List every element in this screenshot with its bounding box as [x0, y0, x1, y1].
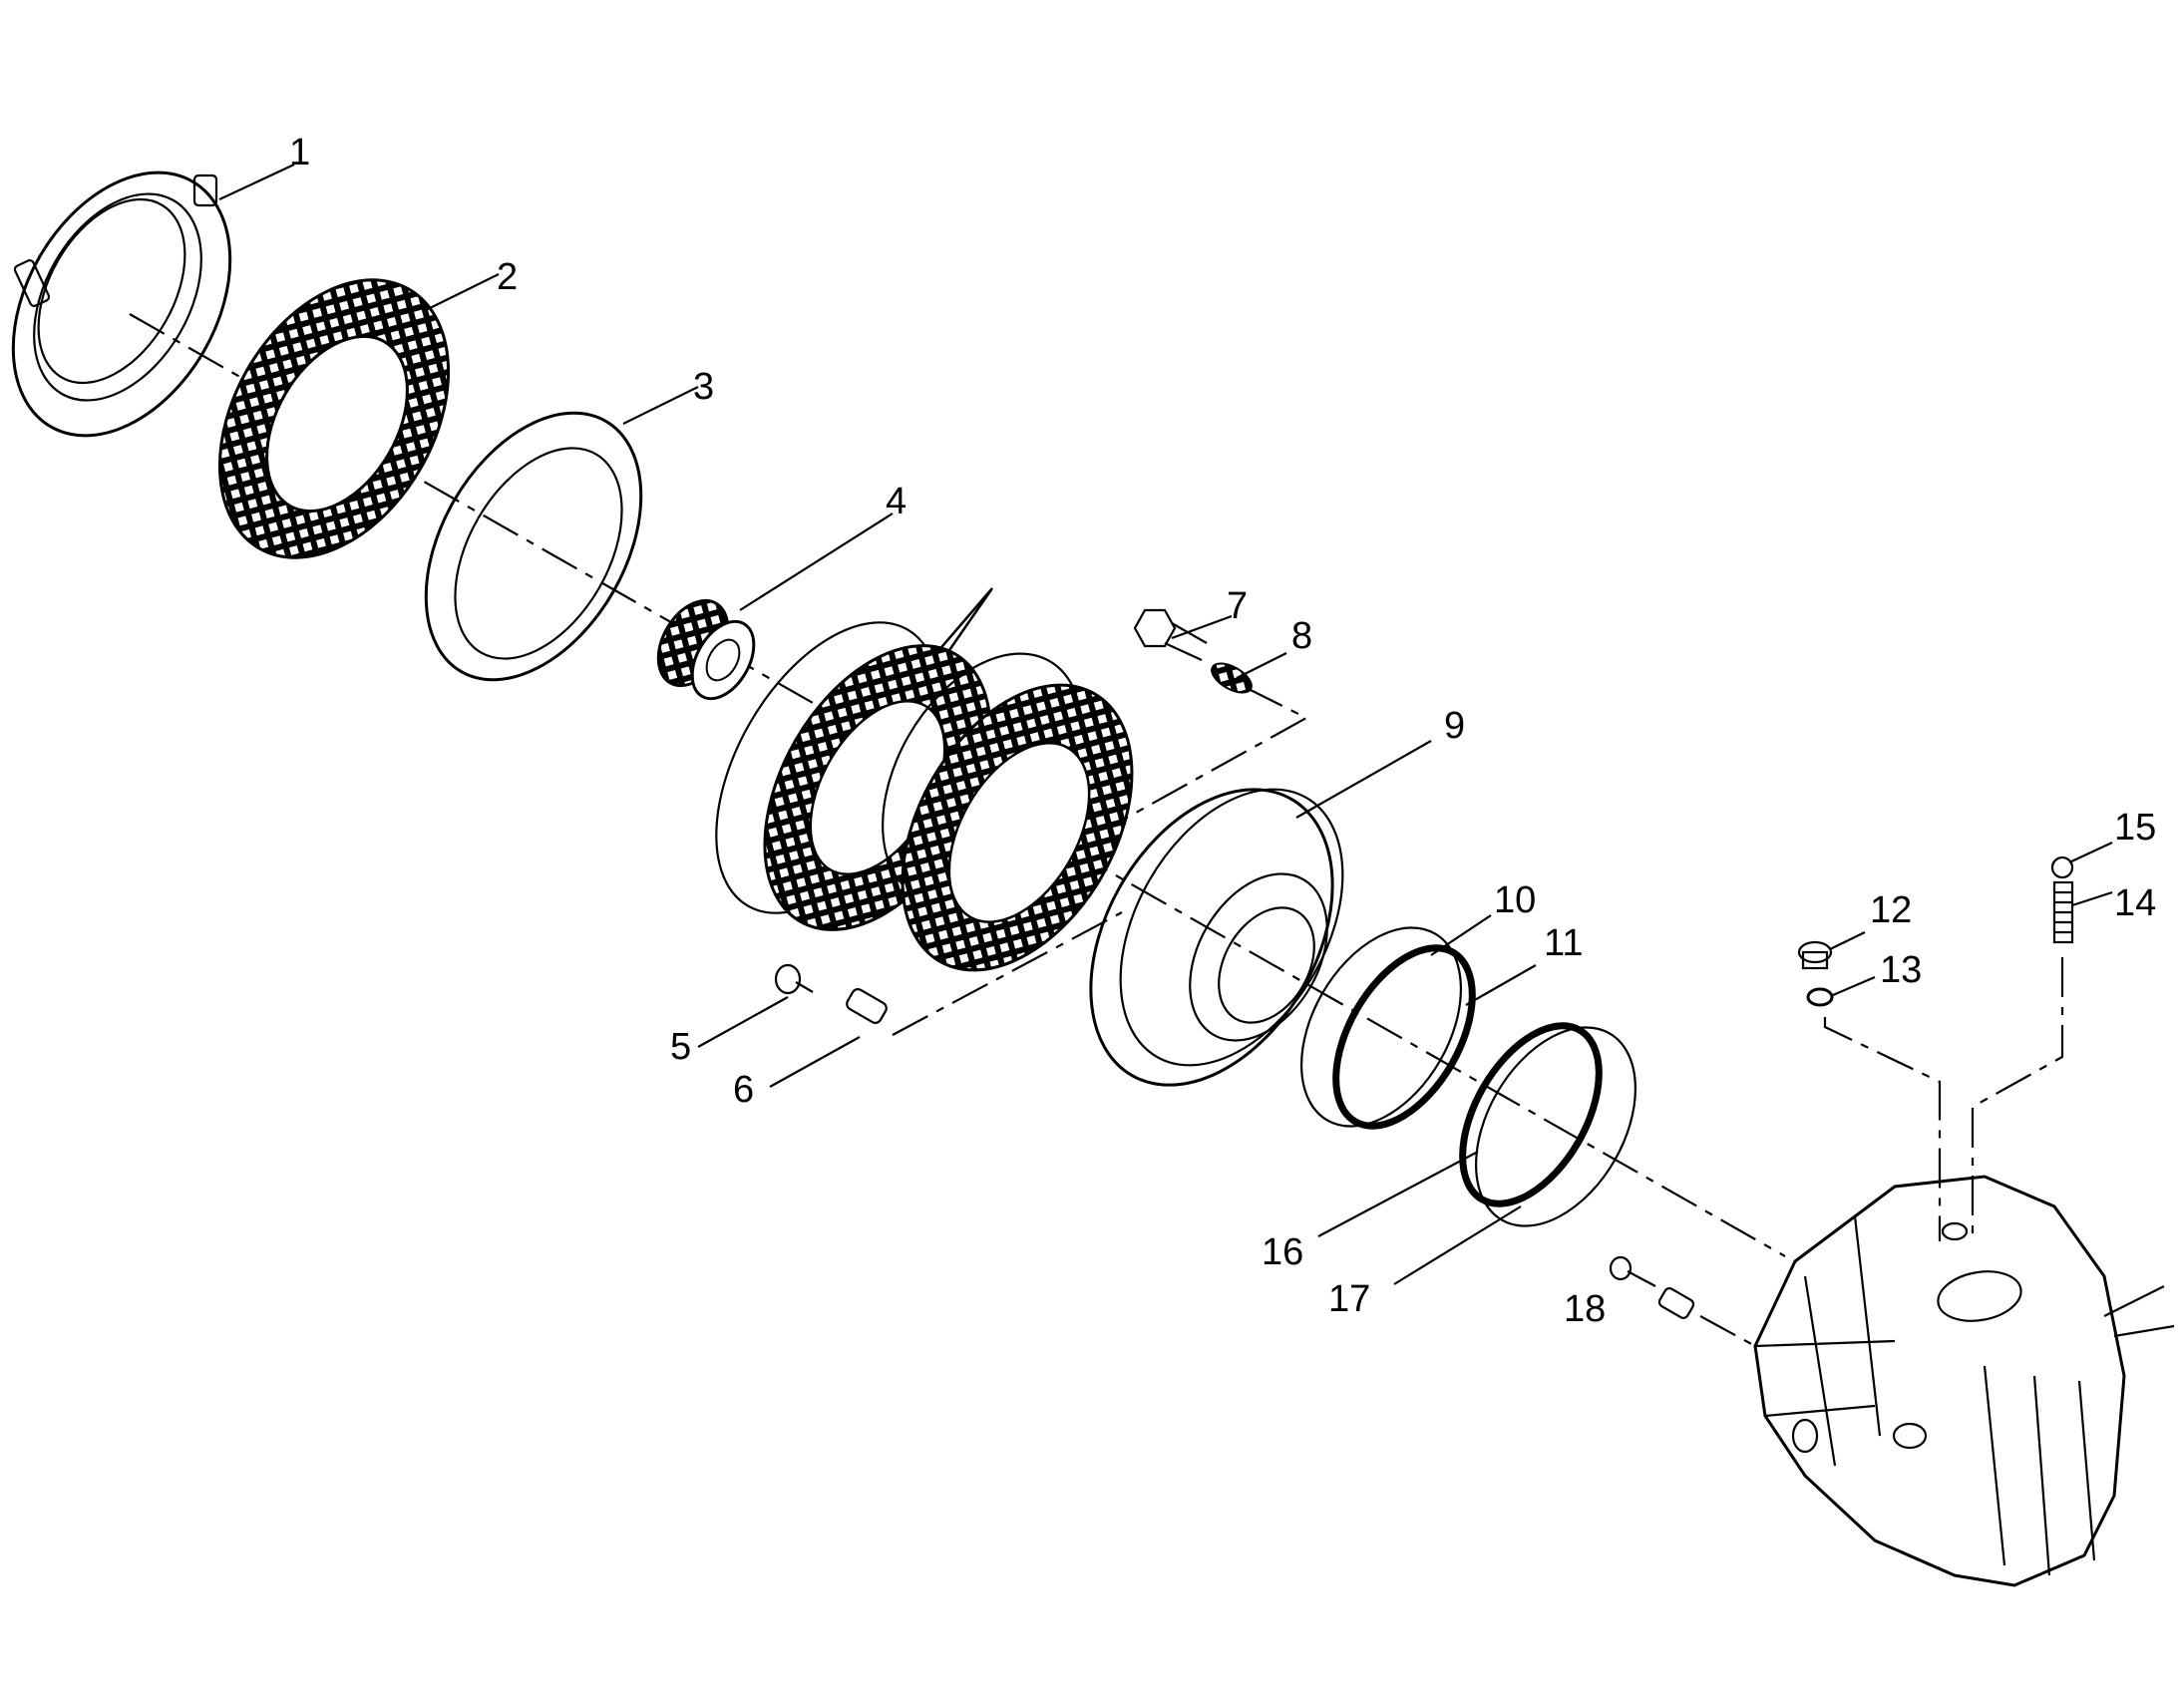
- part-6-sleeve: [846, 911, 1123, 1036]
- callout-8: 8: [1291, 615, 1312, 657]
- part-7-bolt: [1133, 608, 1208, 661]
- part-10-seal-ring: [1300, 926, 1462, 1128]
- part-1-cover-plate: [11, 171, 232, 438]
- part-11-o-ring: [1332, 944, 1476, 1130]
- callout-4: 4: [886, 481, 907, 522]
- assembly-line-plug: [1823, 1017, 1942, 1241]
- callout-16: 16: [1262, 1231, 1303, 1273]
- callout-10: 10: [1494, 879, 1536, 921]
- callout-labels: 1 2 3 4 5 6 7 8 9 10 11 12 13 14 15 16 1…: [289, 132, 2156, 1330]
- part-4-splined-hub: [656, 598, 756, 701]
- part-2-friction-disc: [217, 278, 451, 559]
- part-13-washer: [1806, 987, 1834, 1007]
- callout-9: 9: [1444, 705, 1465, 747]
- callout-18: 18: [1564, 1288, 1606, 1330]
- callout-17: 17: [1328, 1278, 1370, 1320]
- assembly-line-bleeder: [1971, 957, 2064, 1241]
- callout-7: 7: [1227, 585, 1248, 627]
- callout-3: 3: [693, 366, 714, 408]
- callout-15: 15: [2114, 807, 2156, 849]
- part-3-separator-plate: [424, 411, 643, 682]
- part-8-spring: [1211, 662, 1253, 694]
- part-16-o-ring: [1459, 1022, 1603, 1207]
- callout-13: 13: [1880, 949, 1922, 991]
- part-15-cap: [2050, 855, 2074, 879]
- part-17-seal-ring: [1475, 1026, 1636, 1227]
- part-14-bleeder-screw: [2052, 880, 2074, 944]
- callout-6: 6: [733, 1069, 754, 1111]
- callout-12: 12: [1870, 889, 1912, 931]
- callout-14: 14: [2114, 882, 2156, 924]
- part-12-plug: [1797, 940, 1833, 970]
- disc-pack: [715, 621, 1134, 972]
- part-9-brake-hub: [1089, 788, 1344, 1087]
- callout-1: 1: [289, 132, 310, 173]
- callout-11: 11: [1544, 922, 1583, 964]
- assembly-line-sleeve: [892, 911, 1123, 1036]
- leader-lines: [218, 164, 2113, 1285]
- part-18-screw: [1609, 1255, 1756, 1347]
- part-5-screw: [774, 963, 814, 995]
- callout-2: 2: [497, 256, 518, 298]
- callout-5: 5: [670, 1026, 691, 1068]
- assembly-line-bolt: [1126, 687, 1309, 819]
- axle-housing: [1753, 1175, 2175, 1587]
